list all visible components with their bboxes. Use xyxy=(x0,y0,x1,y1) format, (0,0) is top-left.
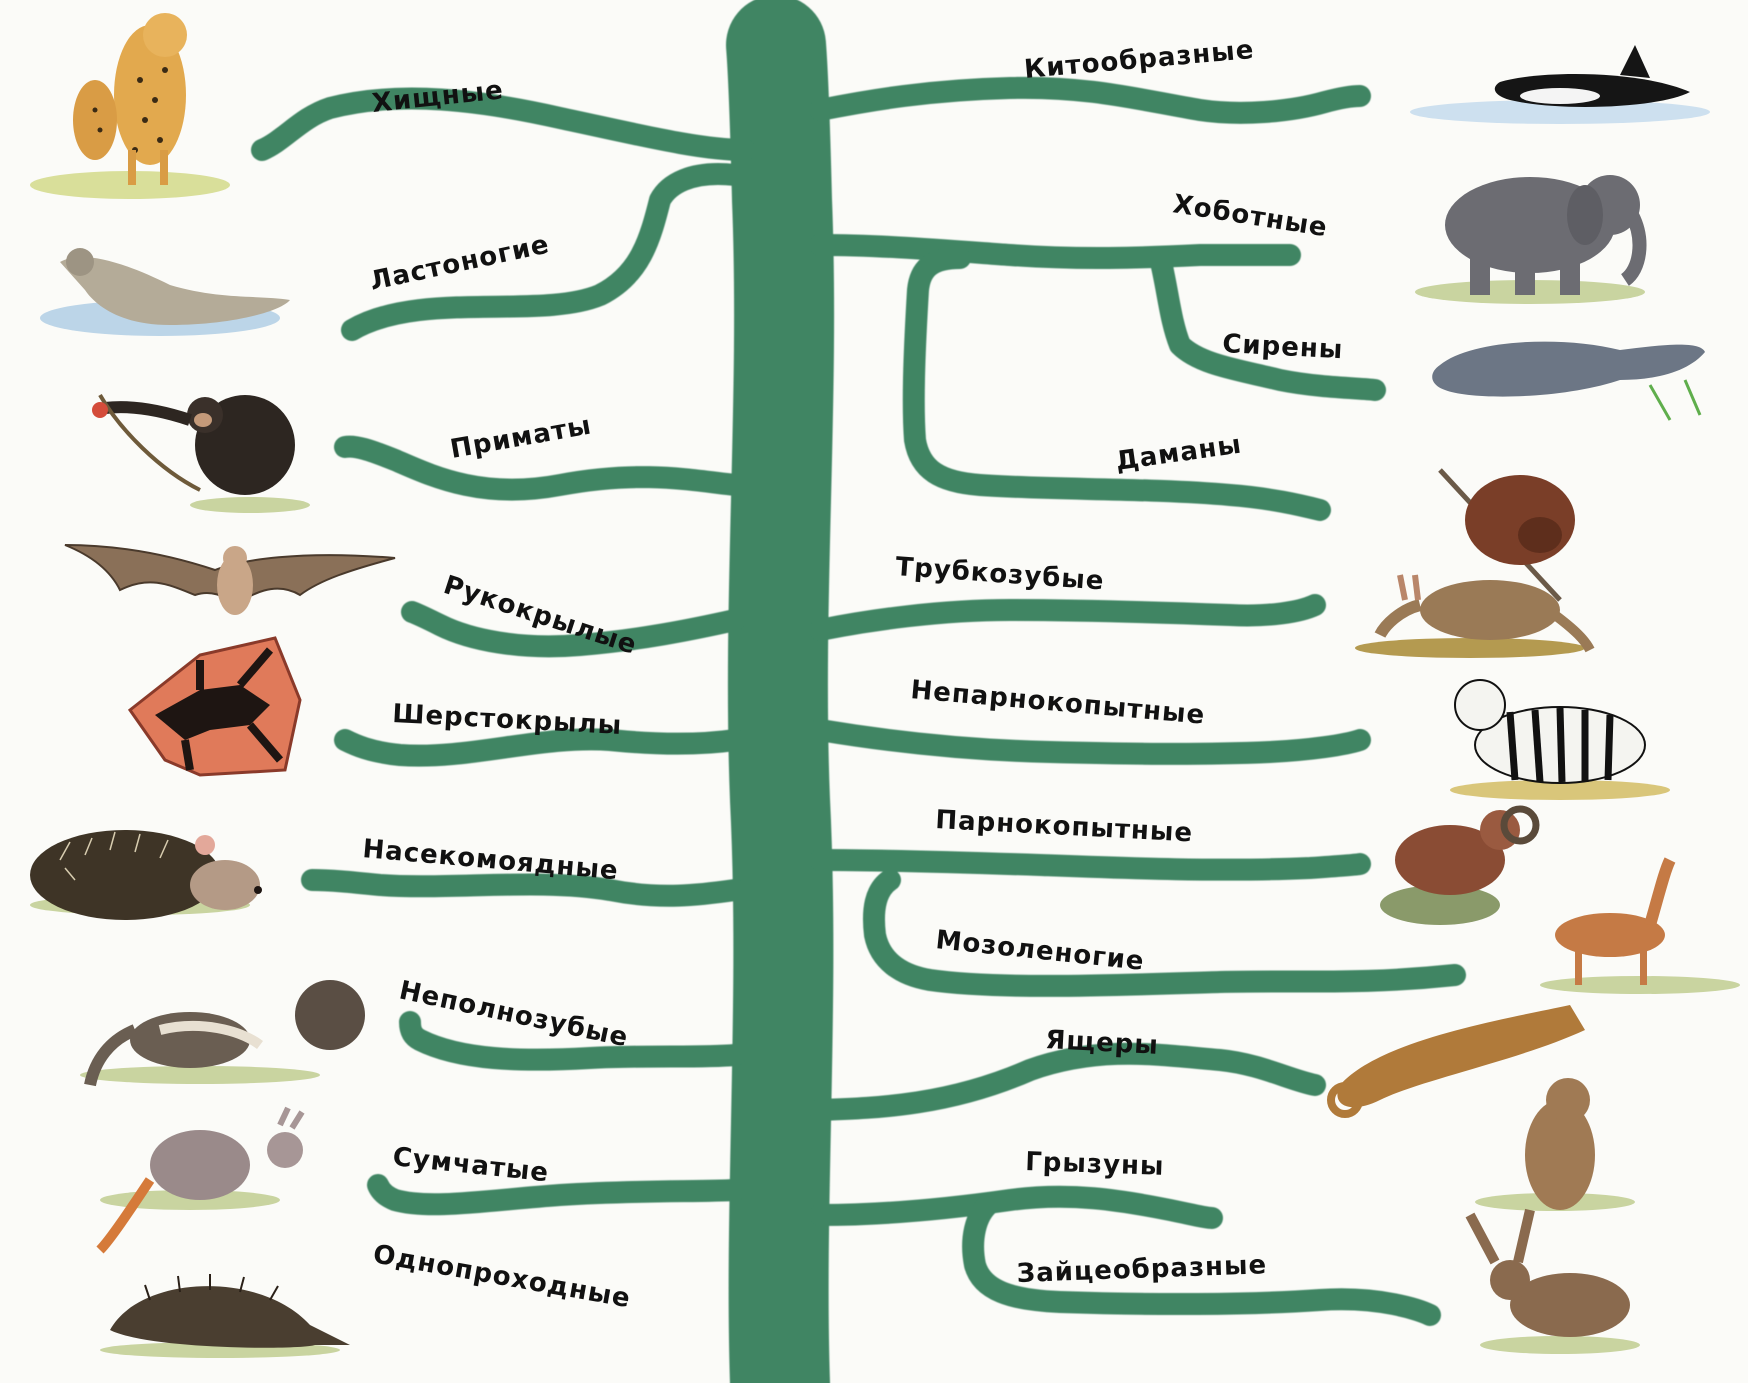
branch-marsupials xyxy=(378,1185,735,1204)
order-label-hyraxes: Даманы xyxy=(1114,430,1244,477)
guanaco-icon xyxy=(1540,860,1740,994)
branch-sirens xyxy=(1160,258,1375,390)
order-label-perissodactyls: Непарнокопытные xyxy=(909,675,1206,731)
orca-icon xyxy=(1410,45,1710,124)
echidna-icon xyxy=(100,1274,350,1358)
branch-insectivores xyxy=(312,880,735,896)
order-label-primates: Приматы xyxy=(448,411,594,465)
chimpanzee-icon xyxy=(92,395,310,513)
tree-trunk xyxy=(776,45,784,1383)
branch-proboscideans xyxy=(820,245,1290,258)
marmot-icon xyxy=(1475,1078,1635,1211)
manatee-icon xyxy=(1432,342,1705,420)
colugo-icon xyxy=(130,638,300,775)
zebra-icon xyxy=(1450,680,1670,800)
order-label-lagomorphs: Зайцеобразные xyxy=(1016,1250,1267,1289)
seal-icon xyxy=(40,248,290,336)
branch-aardvarks xyxy=(820,605,1315,630)
branch-pangolins xyxy=(820,1054,1315,1110)
order-label-pinnipeds: Ластоногие xyxy=(367,230,552,297)
order-label-marsupials: Сумчатые xyxy=(391,1142,550,1188)
branch-colugos xyxy=(345,739,735,755)
hedgehog-icon xyxy=(30,830,262,920)
ram-icon xyxy=(1380,809,1536,925)
hyrax-icon xyxy=(1440,470,1575,600)
aardvark-icon xyxy=(1355,575,1590,658)
branch-perissodactyls xyxy=(820,730,1360,754)
hare-icon xyxy=(1470,1210,1640,1354)
elephant-icon xyxy=(1415,175,1645,304)
order-label-colugos: Шерстокрылы xyxy=(392,699,623,741)
branch-primates xyxy=(345,447,735,490)
order-label-monotremes: Однопроходные xyxy=(371,1239,633,1314)
branch-cetaceans xyxy=(820,88,1360,113)
order-label-proboscideans: Хоботные xyxy=(1171,189,1330,243)
order-label-pangolins: Ящеры xyxy=(1045,1025,1160,1061)
order-label-cetaceans: Китообразные xyxy=(1023,35,1256,85)
branch-artiodactyls xyxy=(820,860,1360,870)
cheetah-icon xyxy=(30,13,230,199)
bat-icon xyxy=(65,545,395,615)
branch-rodents xyxy=(820,1197,1212,1218)
order-label-rodents: Грызуны xyxy=(1025,1147,1165,1182)
order-label-artiodactyls: Парнокопытные xyxy=(935,805,1194,848)
left-labels: Хищные Ластоногие Приматы Рукокрылые Шер… xyxy=(361,75,640,1314)
wallaby-icon xyxy=(100,1108,303,1250)
order-label-aardvarks: Трубкозубые xyxy=(895,552,1106,597)
anteater-icon xyxy=(80,980,365,1085)
order-label-sirens: Сирены xyxy=(1222,329,1344,365)
branch-predators xyxy=(262,99,745,150)
order-label-tylopods: Мозоленогие xyxy=(934,925,1146,977)
